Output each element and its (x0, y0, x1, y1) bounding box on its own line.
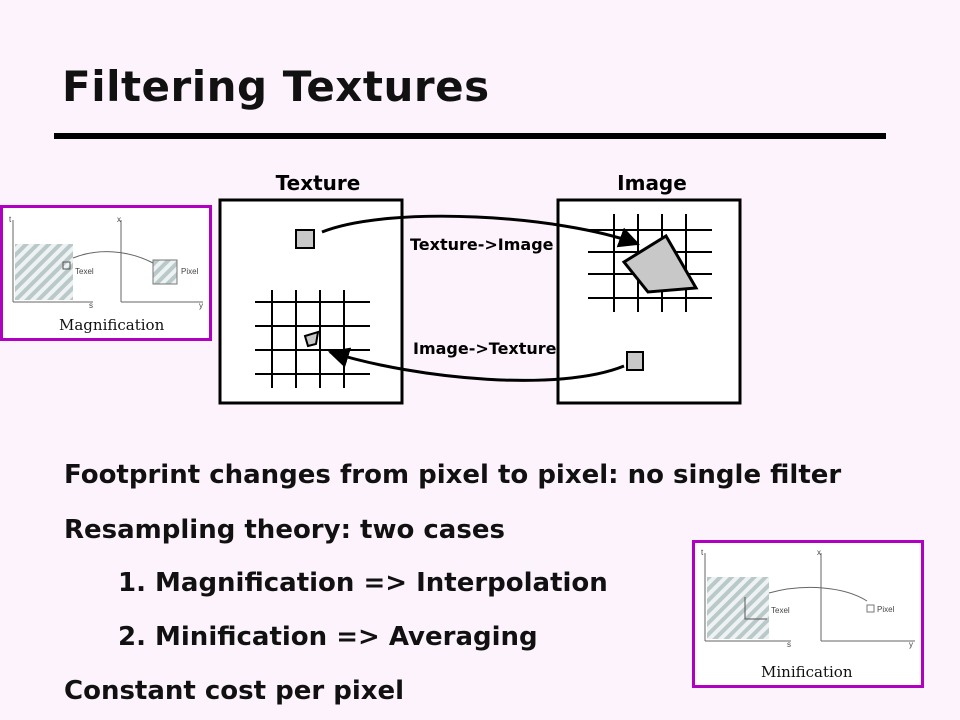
minification-caption: Minification (761, 663, 853, 681)
texel-footprint-in-image (621, 233, 699, 294)
texel-label: Texel (771, 606, 790, 615)
magnification-inset: t s Texel x y Pixel Magnification (0, 205, 212, 341)
axis-s-label: s (89, 301, 93, 310)
pixel-label: Pixel (181, 267, 199, 276)
mapping-arrow (768, 586, 868, 602)
texel-mark (744, 597, 767, 620)
minification-figure: t s Texel x y Pixel (701, 548, 915, 649)
image-box (556, 198, 742, 405)
slide-title: Filtering Textures (62, 62, 490, 111)
minification-inset: t s Texel x y Pixel Minification (692, 540, 924, 688)
pixel-region (152, 259, 178, 285)
pixel-square (626, 351, 644, 371)
sub-bullet-2: 2. Minification => Averaging (118, 622, 538, 652)
image-grid (588, 214, 712, 312)
axis-t-label: t (9, 215, 12, 224)
pixel-label: Pixel (877, 605, 895, 614)
texture-region (707, 577, 769, 639)
texel-mark (62, 261, 71, 270)
title-underline (54, 133, 886, 139)
texel-square (295, 229, 315, 249)
texture-grid (255, 290, 370, 388)
axis-xs-label: x (117, 215, 121, 224)
magnification-caption: Magnification (59, 316, 165, 334)
texture-to-image-label: Texture->Image (410, 235, 554, 254)
magnification-figure: t s Texel x y Pixel (9, 215, 203, 310)
axis-s-label: s (787, 640, 791, 649)
bullet-1: Footprint changes from pixel to pixel: n… (64, 460, 842, 490)
texture-mapping-diagram: Texture Image Texture->Image Image->Text… (218, 171, 742, 405)
axis-t-label: t (701, 548, 704, 557)
texel-label: Texel (75, 267, 94, 276)
image-to-texture-arrow (327, 347, 625, 382)
texture-region (15, 244, 73, 300)
image-box-label: Image (617, 171, 687, 195)
bullet-3: Constant cost per pixel (64, 676, 405, 706)
axis-xs-label: x (817, 548, 821, 557)
texture-box-label: Texture (276, 171, 361, 195)
texture-to-image-arrow (321, 214, 640, 248)
axis-ys-label: y (909, 640, 913, 649)
image-to-texture-label: Image->Texture (413, 339, 557, 358)
axis-ys-label: y (199, 301, 203, 310)
sub-bullet-1: 1. Magnification => Interpolation (118, 568, 608, 598)
pixel-mark (866, 604, 875, 613)
pixel-footprint-in-texture (303, 330, 320, 348)
mapping-arrow (72, 251, 154, 264)
bullet-2: Resampling theory: two cases (64, 515, 505, 545)
